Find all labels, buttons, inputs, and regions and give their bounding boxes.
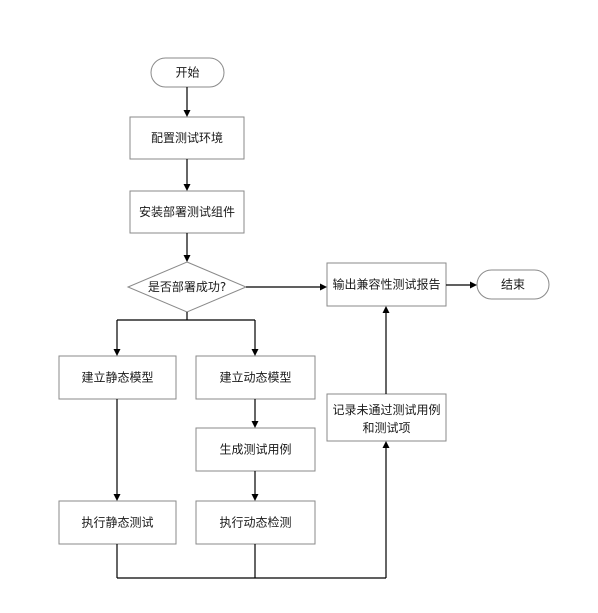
record-label-line2: 和测试项 <box>362 420 410 435</box>
dynamic-model-label: 建立动态模型 <box>219 370 291 385</box>
config-env-node: 配置测试环境 <box>129 116 245 160</box>
dynamic-model-node: 建立动态模型 <box>195 355 316 400</box>
decision-node: 是否部署成功? <box>126 261 248 313</box>
static-model-label: 建立静态模型 <box>81 370 153 385</box>
exec-dynamic-node: 执行动态检测 <box>195 500 316 545</box>
edge-dynamic-model-to-gen <box>251 399 259 428</box>
deploy-label: 安装部署测试组件 <box>139 204 235 219</box>
decision-label: 是否部署成功? <box>148 279 226 294</box>
end-label: 结束 <box>501 278 525 292</box>
edge-start-to-config <box>183 87 191 117</box>
end-node: 结束 <box>476 269 550 300</box>
exec-dynamic-label: 执行动态检测 <box>219 515 291 530</box>
edge-decision-split <box>113 312 259 356</box>
record-label-line1: 记录未通过测试用例 <box>332 402 440 417</box>
gen-cases-label: 生成测试用例 <box>219 442 291 457</box>
record-node: 记录未通过测试用例 和测试项 <box>326 393 447 442</box>
edge-config-to-deploy <box>183 159 191 191</box>
gen-cases-node: 生成测试用例 <box>195 427 316 472</box>
config-env-label: 配置测试环境 <box>151 130 223 145</box>
edge-record-to-report <box>382 306 390 394</box>
report-node: 输出兼容性测试报告 <box>326 262 447 307</box>
deploy-node: 安装部署测试组件 <box>129 190 245 234</box>
exec-static-label: 执行静态测试 <box>81 515 153 530</box>
static-model-node: 建立静态模型 <box>58 355 177 400</box>
start-label: 开始 <box>175 66 199 80</box>
edge-deploy-to-decision <box>183 233 191 262</box>
edge-exec-merge-to-record <box>116 441 390 579</box>
edge-gen-to-exec-dynamic <box>251 471 259 501</box>
edge-decision-to-report <box>246 283 327 291</box>
edge-static-model-to-exec <box>113 399 121 501</box>
start-node: 开始 <box>150 57 225 88</box>
edge-report-to-end <box>446 281 477 289</box>
report-label: 输出兼容性测试报告 <box>332 277 440 292</box>
exec-static-node: 执行静态测试 <box>58 500 177 545</box>
